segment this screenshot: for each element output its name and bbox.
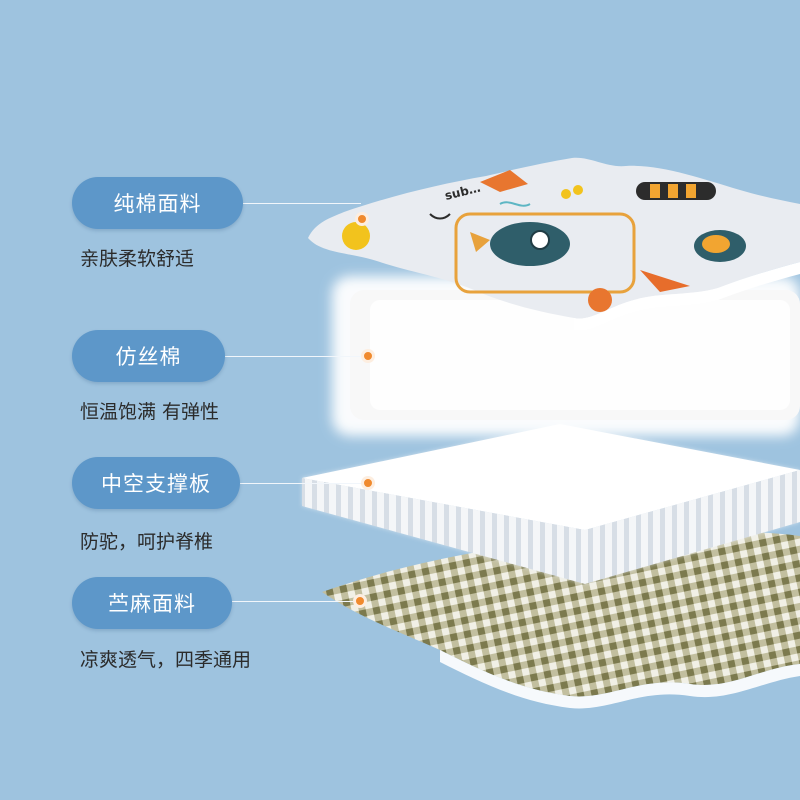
layer-title-ramie: 苎麻面料 (72, 577, 232, 629)
layer-desc-silk-cotton: 恒温饱满 有弹性 (80, 401, 220, 423)
layer-title-silk-cotton: 仿丝棉 (72, 330, 225, 382)
support-board-layer (302, 424, 800, 584)
marker-dot-2 (361, 349, 375, 363)
layer-desc-cotton: 亲肤柔软舒适 (80, 248, 195, 270)
connector-line-3 (240, 483, 368, 484)
foam-layer (332, 276, 800, 436)
marker-dot-3 (361, 476, 375, 490)
linen-layer (322, 532, 800, 709)
connector-line-1 (243, 203, 361, 204)
cotton-print-layer: sub… (308, 157, 800, 331)
marker-dot-4 (353, 594, 367, 608)
connector-line-4 (232, 601, 355, 602)
layer-title-support-board: 中空支撑板 (72, 457, 240, 509)
layer-desc-support-board: 防驼，呵护脊椎 (80, 531, 214, 553)
connector-line-2 (225, 356, 362, 357)
layer-title-cotton: 纯棉面料 (72, 177, 243, 229)
marker-dot-1 (355, 212, 369, 226)
layer-desc-ramie: 凉爽透气，四季通用 (80, 649, 252, 671)
